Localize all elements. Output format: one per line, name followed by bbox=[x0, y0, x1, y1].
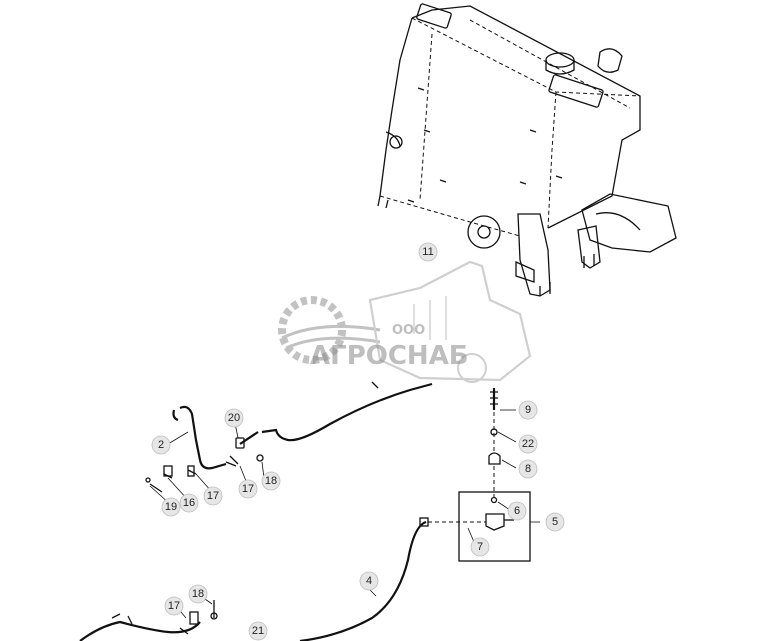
detail-box bbox=[428, 491, 540, 562]
callout-label: 17 bbox=[207, 490, 219, 502]
callout-label: 17 bbox=[168, 600, 180, 612]
callout-4[interactable]: 4 bbox=[359, 571, 379, 591]
callout-2[interactable]: 2 bbox=[151, 435, 171, 455]
callout-label: 8 bbox=[525, 463, 531, 475]
callout-label: 16 bbox=[183, 497, 195, 509]
callout-18a[interactable]: 18 bbox=[261, 471, 281, 491]
callout-17c[interactable]: 17 bbox=[164, 596, 184, 616]
leader-lines bbox=[149, 409, 517, 619]
callout-label: 21 bbox=[252, 625, 264, 637]
callout-17b[interactable]: 17 bbox=[238, 479, 258, 499]
callout-label: 6 bbox=[514, 505, 520, 517]
callout-label: 19 bbox=[165, 501, 177, 513]
fitting-stack bbox=[488, 388, 501, 500]
callout-9[interactable]: 9 bbox=[518, 400, 538, 420]
watermark-company-name: АГРОСНАБ bbox=[310, 341, 469, 371]
callout-label: 5 bbox=[552, 516, 558, 528]
callout-label: 20 bbox=[228, 412, 240, 424]
callout-5[interactable]: 5 bbox=[545, 512, 565, 532]
callout-8[interactable]: 8 bbox=[518, 459, 538, 479]
watermark-logo bbox=[278, 260, 532, 383]
callout-18b[interactable]: 18 bbox=[188, 584, 208, 604]
callout-17a[interactable]: 17 bbox=[203, 486, 223, 506]
callout-label: 22 bbox=[522, 438, 534, 450]
callout-20[interactable]: 20 bbox=[224, 408, 244, 428]
watermark-prefix: ООО bbox=[392, 323, 425, 338]
callout-19[interactable]: 19 bbox=[161, 497, 181, 517]
callout-16[interactable]: 16 bbox=[179, 493, 199, 513]
callout-6[interactable]: 6 bbox=[507, 501, 527, 521]
callout-label: 2 bbox=[158, 439, 164, 451]
callout-label: 18 bbox=[192, 588, 204, 600]
callout-label: 11 bbox=[422, 246, 433, 258]
callout-11[interactable]: 11 bbox=[418, 242, 438, 262]
callout-label: 9 bbox=[525, 404, 531, 416]
callout-label: 7 bbox=[477, 541, 483, 553]
callout-label: 17 bbox=[242, 483, 254, 495]
callout-21[interactable]: 21 bbox=[248, 621, 268, 641]
lower-fuel-line bbox=[79, 517, 429, 641]
callout-label: 18 bbox=[265, 475, 277, 487]
fuel-tank-assembly bbox=[377, 3, 677, 297]
callout-label: 4 bbox=[366, 575, 372, 587]
callout-22[interactable]: 22 bbox=[518, 434, 538, 454]
upper-fuel-line bbox=[145, 381, 433, 493]
callout-7[interactable]: 7 bbox=[470, 537, 490, 557]
